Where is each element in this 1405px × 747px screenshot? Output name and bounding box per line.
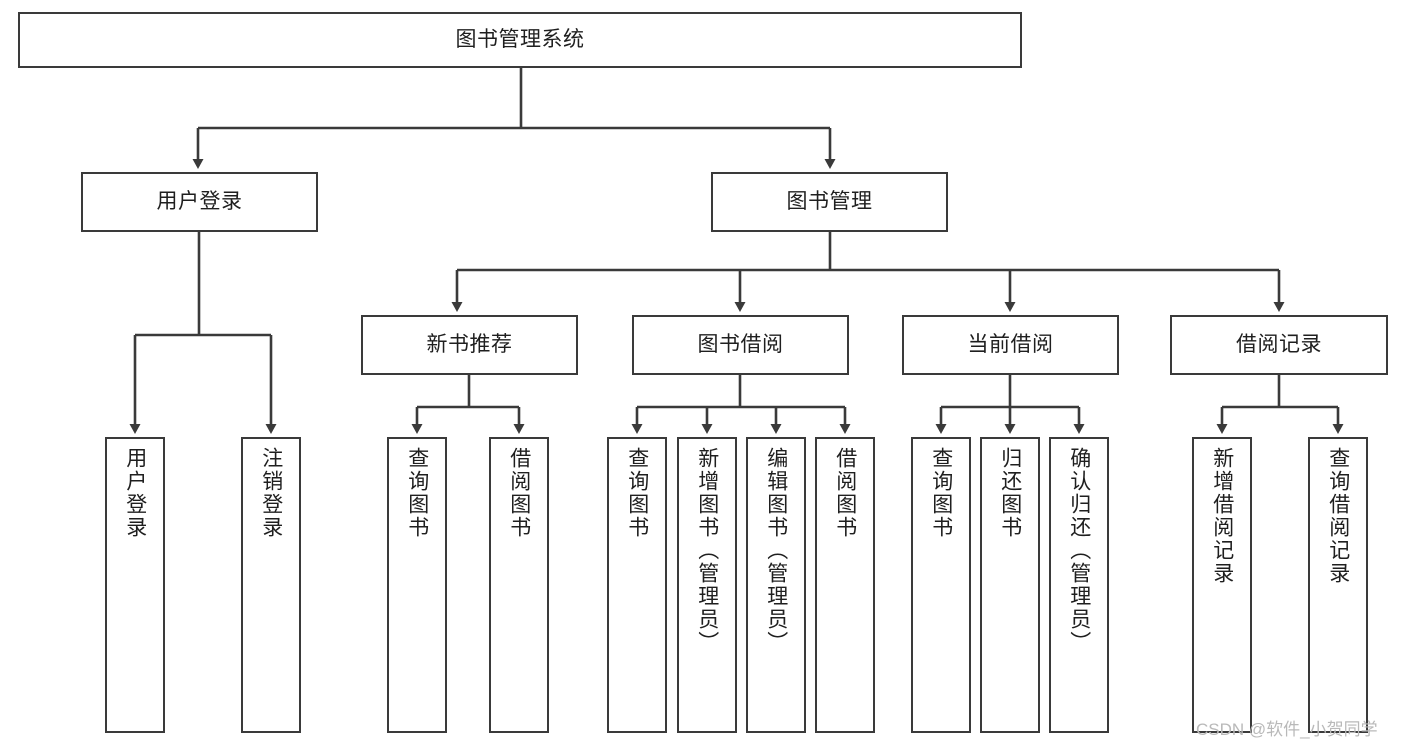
- node-label: 图书借阅: [697, 333, 784, 357]
- node-leaf-return-book[interactable]: 归还图书: [980, 437, 1040, 733]
- node-leaf-query-book-borrow[interactable]: 查询图书: [607, 437, 667, 733]
- node-label: 用户登录: [156, 190, 243, 214]
- node-label: 新增借阅记录: [1210, 447, 1234, 585]
- node-label: 借阅图书: [507, 447, 531, 539]
- node-leaf-edit-book[interactable]: 编辑图书（管理员）: [746, 437, 806, 733]
- node-label: 查询借阅记录: [1326, 447, 1350, 585]
- node-leaf-query-borrow-record[interactable]: 查询借阅记录: [1308, 437, 1368, 733]
- node-leaf-logout-login[interactable]: 注销登录: [241, 437, 301, 733]
- node-leaf-borrow-book-recommend[interactable]: 借阅图书: [489, 437, 549, 733]
- node-label: 当前借阅: [967, 333, 1054, 357]
- node-label: 图书管理: [786, 190, 873, 214]
- node-label: 确认归还（管理员）: [1067, 447, 1091, 654]
- node-user-login[interactable]: 用户登录: [81, 172, 318, 232]
- node-label: 借阅图书: [833, 447, 857, 539]
- node-leaf-add-book[interactable]: 新增图书（管理员）: [677, 437, 737, 733]
- node-book-borrow[interactable]: 图书借阅: [632, 315, 849, 375]
- node-label: 查询图书: [405, 447, 429, 539]
- node-label: 编辑图书（管理员）: [764, 447, 788, 654]
- node-borrow-record[interactable]: 借阅记录: [1170, 315, 1388, 375]
- node-label: 图书管理系统: [455, 28, 585, 52]
- node-leaf-query-book-current[interactable]: 查询图书: [911, 437, 971, 733]
- node-root-book-management-system[interactable]: 图书管理系统: [18, 12, 1022, 68]
- node-leaf-borrow-book[interactable]: 借阅图书: [815, 437, 875, 733]
- node-label: 借阅记录: [1236, 333, 1322, 357]
- node-leaf-add-borrow-record[interactable]: 新增借阅记录: [1192, 437, 1252, 733]
- node-leaf-confirm-return[interactable]: 确认归还（管理员）: [1049, 437, 1109, 733]
- node-label: 新增图书（管理员）: [695, 447, 719, 654]
- node-book-management[interactable]: 图书管理: [711, 172, 948, 232]
- node-label: 新书推荐: [426, 333, 513, 357]
- node-label: 注销登录: [259, 447, 283, 539]
- node-current-borrow[interactable]: 当前借阅: [902, 315, 1119, 375]
- node-leaf-query-book-recommend[interactable]: 查询图书: [387, 437, 447, 733]
- node-label: 归还图书: [998, 447, 1022, 539]
- node-label: 查询图书: [625, 447, 649, 539]
- node-label: 用户登录: [123, 447, 147, 539]
- node-new-book-recommend[interactable]: 新书推荐: [361, 315, 578, 375]
- node-leaf-user-login[interactable]: 用户登录: [105, 437, 165, 733]
- node-label: 查询图书: [929, 447, 953, 539]
